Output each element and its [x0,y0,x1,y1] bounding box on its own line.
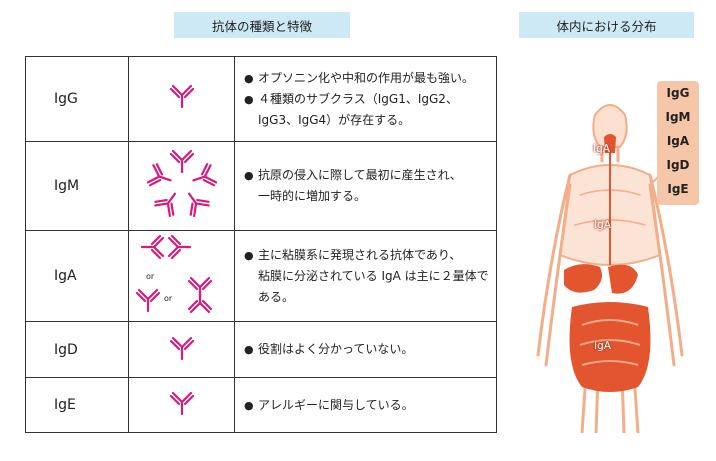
structure-cell: or or [128,230,235,322]
structure-cell [128,56,235,142]
row-iga: IgA or or ●主に粘膜系に発現される抗体であり、 粘膜に分泌されている … [25,230,497,322]
legend-item: IgG [666,86,690,100]
or-label: or [164,294,173,303]
igm-pentamer-icon [145,149,218,219]
legend-item: IgE [667,182,689,196]
throat-organ [604,134,616,153]
chest-iga-label: IgA [594,219,611,231]
structure-cell [128,141,235,231]
stomach-organ [608,264,638,294]
description-cell: ●主に粘膜系に発現される抗体であり、 粘膜に分泌されている IgA は主に２量体… [234,230,497,322]
desc-line: 主に粘膜系に発現される抗体であり、 [258,247,462,262]
row-igd: IgD ●役割はよく分かっていない。 [25,321,497,378]
desc-line: 粘膜に分泌されている IgA は主に２量体である。 [258,268,489,304]
gut-iga-label: IgA [594,340,611,352]
desc-line: オプソニン化や中和の作用が最も強い。 [258,70,475,85]
igg-monomer-icon [169,84,194,109]
antibody-table: IgG ●オプソニン化や中和の作用が最も強い。 ●４種類のサブクラス（IgG1、… [25,56,497,433]
desc-line: 抗原の侵入に際して最初に産生され、 [258,168,462,182]
liver-organ [564,264,602,293]
row-ige: IgE ●アレルギーに関与している。 [25,377,497,433]
throat-iga-label: IgA [593,143,610,155]
esophagus-organ [609,153,611,265]
desc-line: ４種類のサブクラス（IgG1、IgG2、 [258,91,458,106]
row-igm: IgM ●抗原の侵入に際して最初に産生され、 一時的に増加する。 [25,141,497,231]
desc-line: IgG3、IgG4）が存在する。 [258,112,411,127]
desc-line: 役割はよく分かっていない。 [258,342,414,356]
legend-item: IgD [666,158,690,172]
left-arm-vessels [536,173,572,367]
right-arm-vessels [648,173,684,367]
desc-line: アレルギーに関与している。 [258,397,414,412]
intestine-folds [579,319,641,366]
head-outline [592,104,628,148]
igd-monomer-icon [169,336,194,360]
structure-cell [128,377,235,433]
neck [600,145,620,163]
antibody-name: IgE [25,377,129,433]
iga-forms-icon: or or [135,234,212,314]
description-cell: ●役割はよく分かっていない。 [234,321,497,378]
antibody-name: IgD [25,321,129,378]
or-label: or [146,272,155,281]
intestine-organ [569,302,651,392]
row-igg: IgG ●オプソニン化や中和の作用が最も強い。 ●４種類のサブクラス（IgG1、… [25,56,497,142]
antibody-legend: IgG IgM IgA IgD IgE [657,81,699,205]
distribution-title: 体内における分布 [519,12,694,38]
legend-item: IgM [665,110,691,124]
table-title: 抗体の種類と特徴 [174,12,350,38]
human-body-figure [536,104,684,433]
antibody-name: IgA [25,230,129,322]
legend-item: IgA [666,134,690,148]
desc-line: 一時的に増加する。 [258,189,367,203]
ige-monomer-icon [169,391,194,416]
description-cell: ●オプソニン化や中和の作用が最も強い。 ●４種類のサブクラス（IgG1、IgG2… [234,56,497,142]
description-cell: ●抗原の侵入に際して最初に産生され、 一時的に増加する。 [234,141,497,231]
antibody-name: IgM [25,141,129,231]
description-cell: ●アレルギーに関与している。 [234,377,497,433]
structure-cell [128,321,235,378]
antibody-name: IgG [25,56,129,142]
